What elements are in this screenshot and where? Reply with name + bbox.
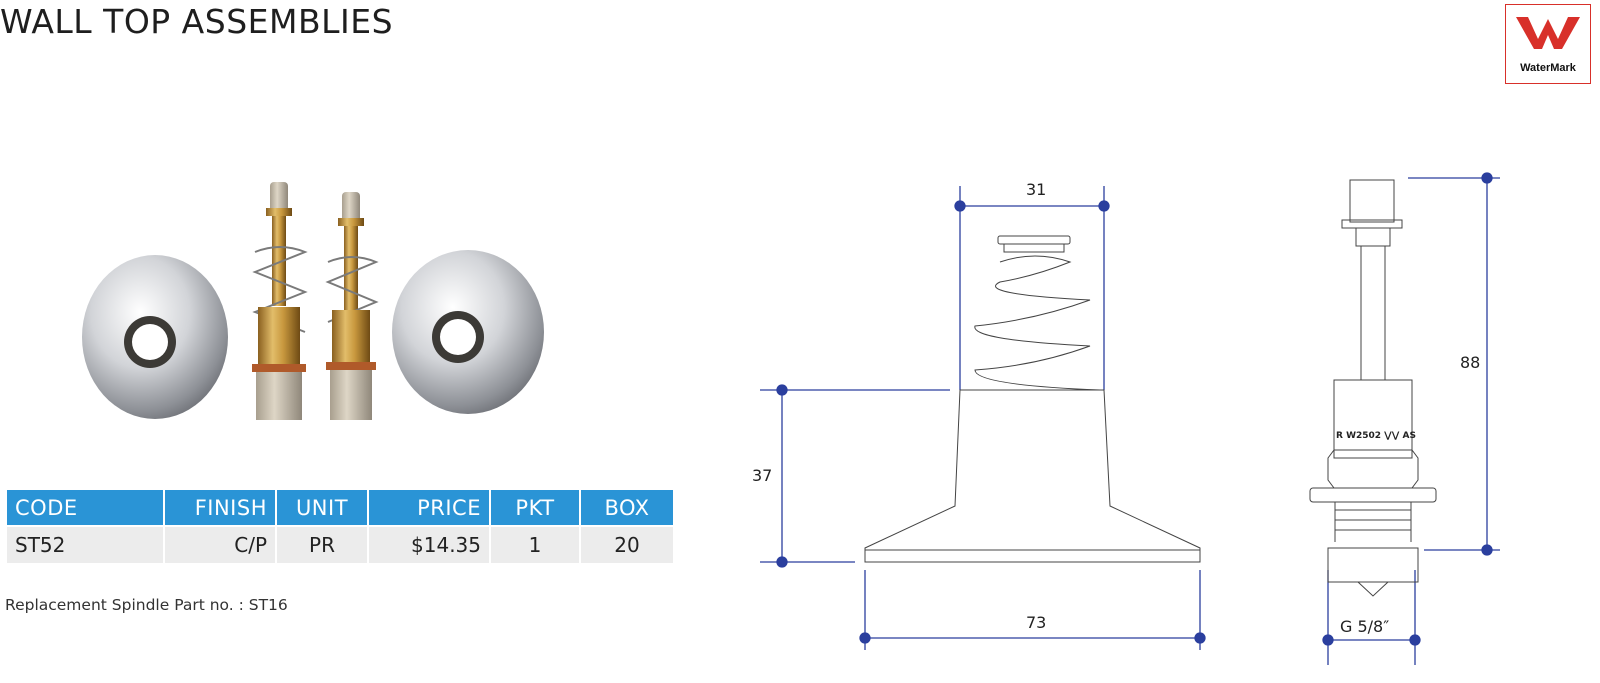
header-box: BOX	[581, 490, 673, 525]
spindle-left	[252, 182, 308, 420]
spindle-right	[325, 192, 379, 420]
header-price: PRICE	[369, 490, 489, 525]
cell-pkt: 1	[491, 525, 579, 563]
header-unit: UNIT	[277, 490, 367, 525]
spindle-marking: R W2502 ⋁⋁ AS	[1336, 431, 1416, 441]
watermark-label: WaterMark	[1520, 62, 1576, 74]
page-title: WALL TOP ASSEMBLIES	[0, 2, 394, 41]
technical-drawing: 31 37 73 88 G 5/8″ R W2502 ⋁⋁ AS	[752, 172, 1500, 665]
dim-spindle-height: 88	[1460, 353, 1480, 372]
dim-thread: G 5/8″	[1340, 617, 1389, 636]
cell-finish: C/P	[165, 525, 275, 563]
table-row: ST52 C/P PR $14.35 1 20	[7, 525, 673, 563]
replacement-note: Replacement Spindle Part no. : ST16	[5, 596, 288, 614]
watermark-logo: WaterMark	[1505, 4, 1591, 84]
watermark-w-icon	[1516, 17, 1580, 49]
header-finish: FINISH	[165, 490, 275, 525]
cover-plate-right	[392, 250, 544, 414]
header-code: CODE	[7, 490, 163, 525]
dim-top-width: 31	[1026, 180, 1046, 199]
price-table: CODE FINISH UNIT PRICE PKT BOX ST52 C/P …	[5, 490, 675, 563]
dim-base-width: 73	[1026, 613, 1046, 632]
cell-box: 20	[581, 525, 673, 563]
cell-price: $14.35	[369, 525, 489, 563]
header-pkt: PKT	[491, 490, 579, 525]
cell-unit: PR	[277, 525, 367, 563]
product-photo	[82, 182, 544, 420]
cover-plate-left	[82, 255, 228, 419]
cell-code: ST52	[7, 525, 163, 563]
table-header-row: CODE FINISH UNIT PRICE PKT BOX	[7, 490, 673, 525]
dim-height: 37	[752, 466, 772, 485]
